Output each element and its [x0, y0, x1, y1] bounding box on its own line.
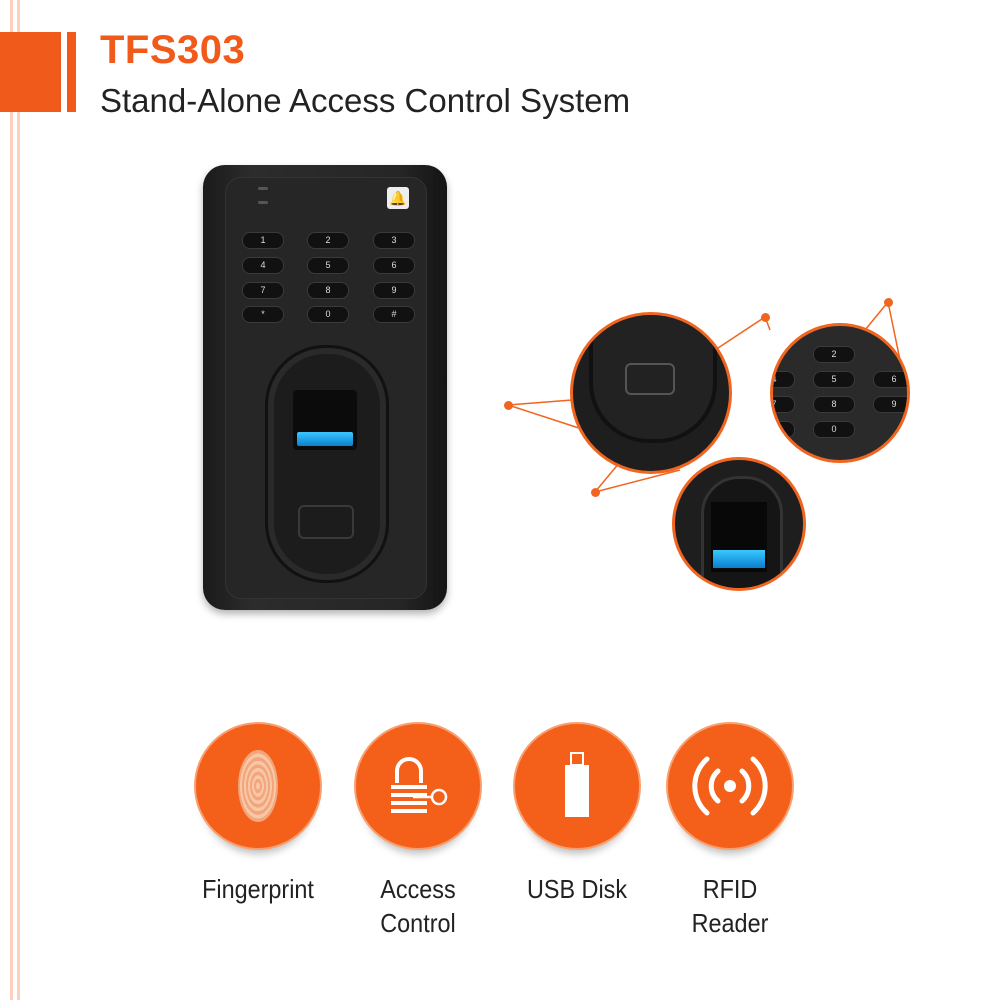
keypad-key: * — [773, 421, 795, 438]
keypad-key: 5 — [307, 257, 349, 274]
keypad-key: 1 — [242, 232, 284, 249]
keypad-key: 2 — [813, 346, 855, 363]
keypad-key: 7 — [773, 396, 795, 413]
keypad-key: 0 — [813, 421, 855, 438]
card-reader-icon — [298, 505, 354, 539]
keypad-key: 8 — [307, 282, 349, 299]
feature-usb-disk: USB Disk — [512, 722, 642, 906]
feature-label: Access Control — [380, 874, 456, 938]
keypad-key: 4 — [773, 371, 795, 388]
led-indicator — [258, 187, 268, 190]
fingerprint-icon — [238, 750, 278, 822]
keypad-key: 8 — [813, 396, 855, 413]
usb-icon — [565, 752, 589, 817]
zoom-card-reader — [570, 312, 732, 474]
callout-dot — [761, 313, 770, 322]
accent-block — [0, 32, 61, 112]
sensor-light — [297, 432, 353, 446]
feature-label: USB Disk — [526, 874, 628, 904]
keypad-key: 9 — [373, 282, 415, 299]
feature-rfid-reader: RFID Reader — [665, 722, 795, 940]
keypad-key: 5 — [813, 371, 855, 388]
lock-key-icon — [391, 757, 448, 813]
feature-label: Fingerprint — [202, 874, 314, 904]
bell-icon: 🔔 — [387, 187, 409, 209]
keypad-key: 2 — [307, 232, 349, 249]
feature-label: RFID Reader — [691, 874, 769, 938]
led-indicator — [258, 201, 268, 204]
fingerprint-well — [265, 345, 389, 583]
rfid-icon — [692, 756, 768, 816]
keypad-key: 3 — [373, 232, 415, 249]
keypad-key: # — [373, 306, 415, 323]
callout-dot — [591, 488, 600, 497]
accent-bar — [67, 32, 76, 112]
keypad-key: 9 — [873, 396, 907, 413]
feature-fingerprint: Fingerprint — [193, 722, 323, 906]
card-reader-icon — [625, 363, 675, 395]
callout-dot — [504, 401, 513, 410]
decor-line — [10, 0, 13, 1000]
keypad-key: * — [242, 306, 284, 323]
keypad-key: 4 — [242, 257, 284, 274]
keypad-key: 0 — [307, 306, 349, 323]
zoom-keypad: 2 4 5 6 7 8 9 * 0 — [770, 323, 910, 463]
callout-dot — [884, 298, 893, 307]
product-title: TFS303 — [100, 28, 246, 72]
feature-access-control: Access Control — [353, 722, 483, 940]
decor-line — [17, 0, 20, 1000]
keypad-key: 6 — [373, 257, 415, 274]
product-subtitle: Stand-Alone Access Control System — [100, 82, 631, 119]
zoom-fingerprint-sensor — [672, 457, 806, 591]
keypad-key: 6 — [873, 371, 907, 388]
keypad-key: 7 — [242, 282, 284, 299]
